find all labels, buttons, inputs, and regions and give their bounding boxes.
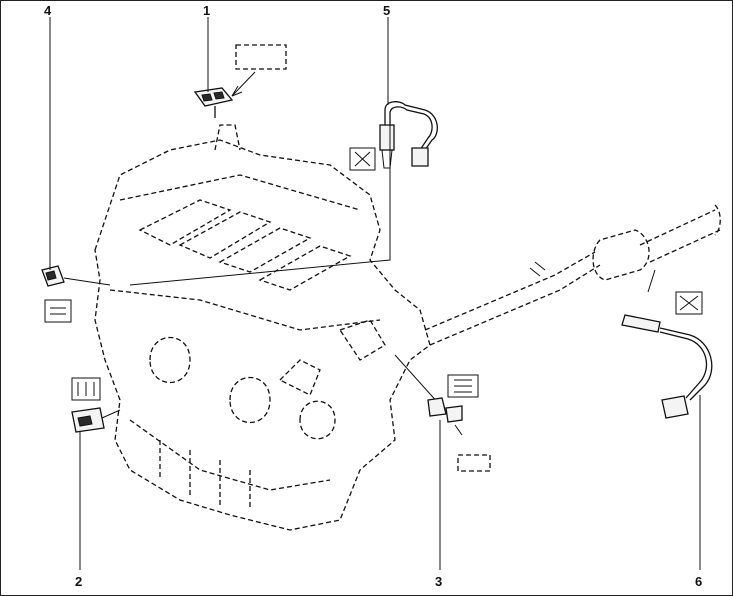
part-4-sensor (41, 17, 111, 323)
callout-4: 4 (44, 3, 52, 18)
speed-box (44, 299, 72, 323)
callout-1: 1 (203, 3, 211, 18)
sensor-box-2 (675, 291, 703, 315)
part-1-sensor (193, 44, 287, 118)
coolant-box (447, 374, 479, 398)
part-2-knock-sensor (71, 377, 121, 570)
callout-2: 2 (75, 574, 83, 589)
callout-6: 6 (695, 574, 703, 589)
part-5-oxygen-sensor (129, 101, 438, 286)
knock-box (71, 377, 101, 401)
part-6-oxygen-sensor (621, 269, 713, 570)
engine-block (94, 124, 431, 531)
part-3-coolant-sensor (394, 354, 491, 570)
exhaust-pipe (424, 204, 721, 346)
connector-box-2 (457, 454, 491, 472)
callout-5: 5 (383, 3, 391, 18)
connector-box (235, 44, 287, 70)
callout-3: 3 (435, 574, 443, 589)
sensor-box (349, 147, 376, 171)
